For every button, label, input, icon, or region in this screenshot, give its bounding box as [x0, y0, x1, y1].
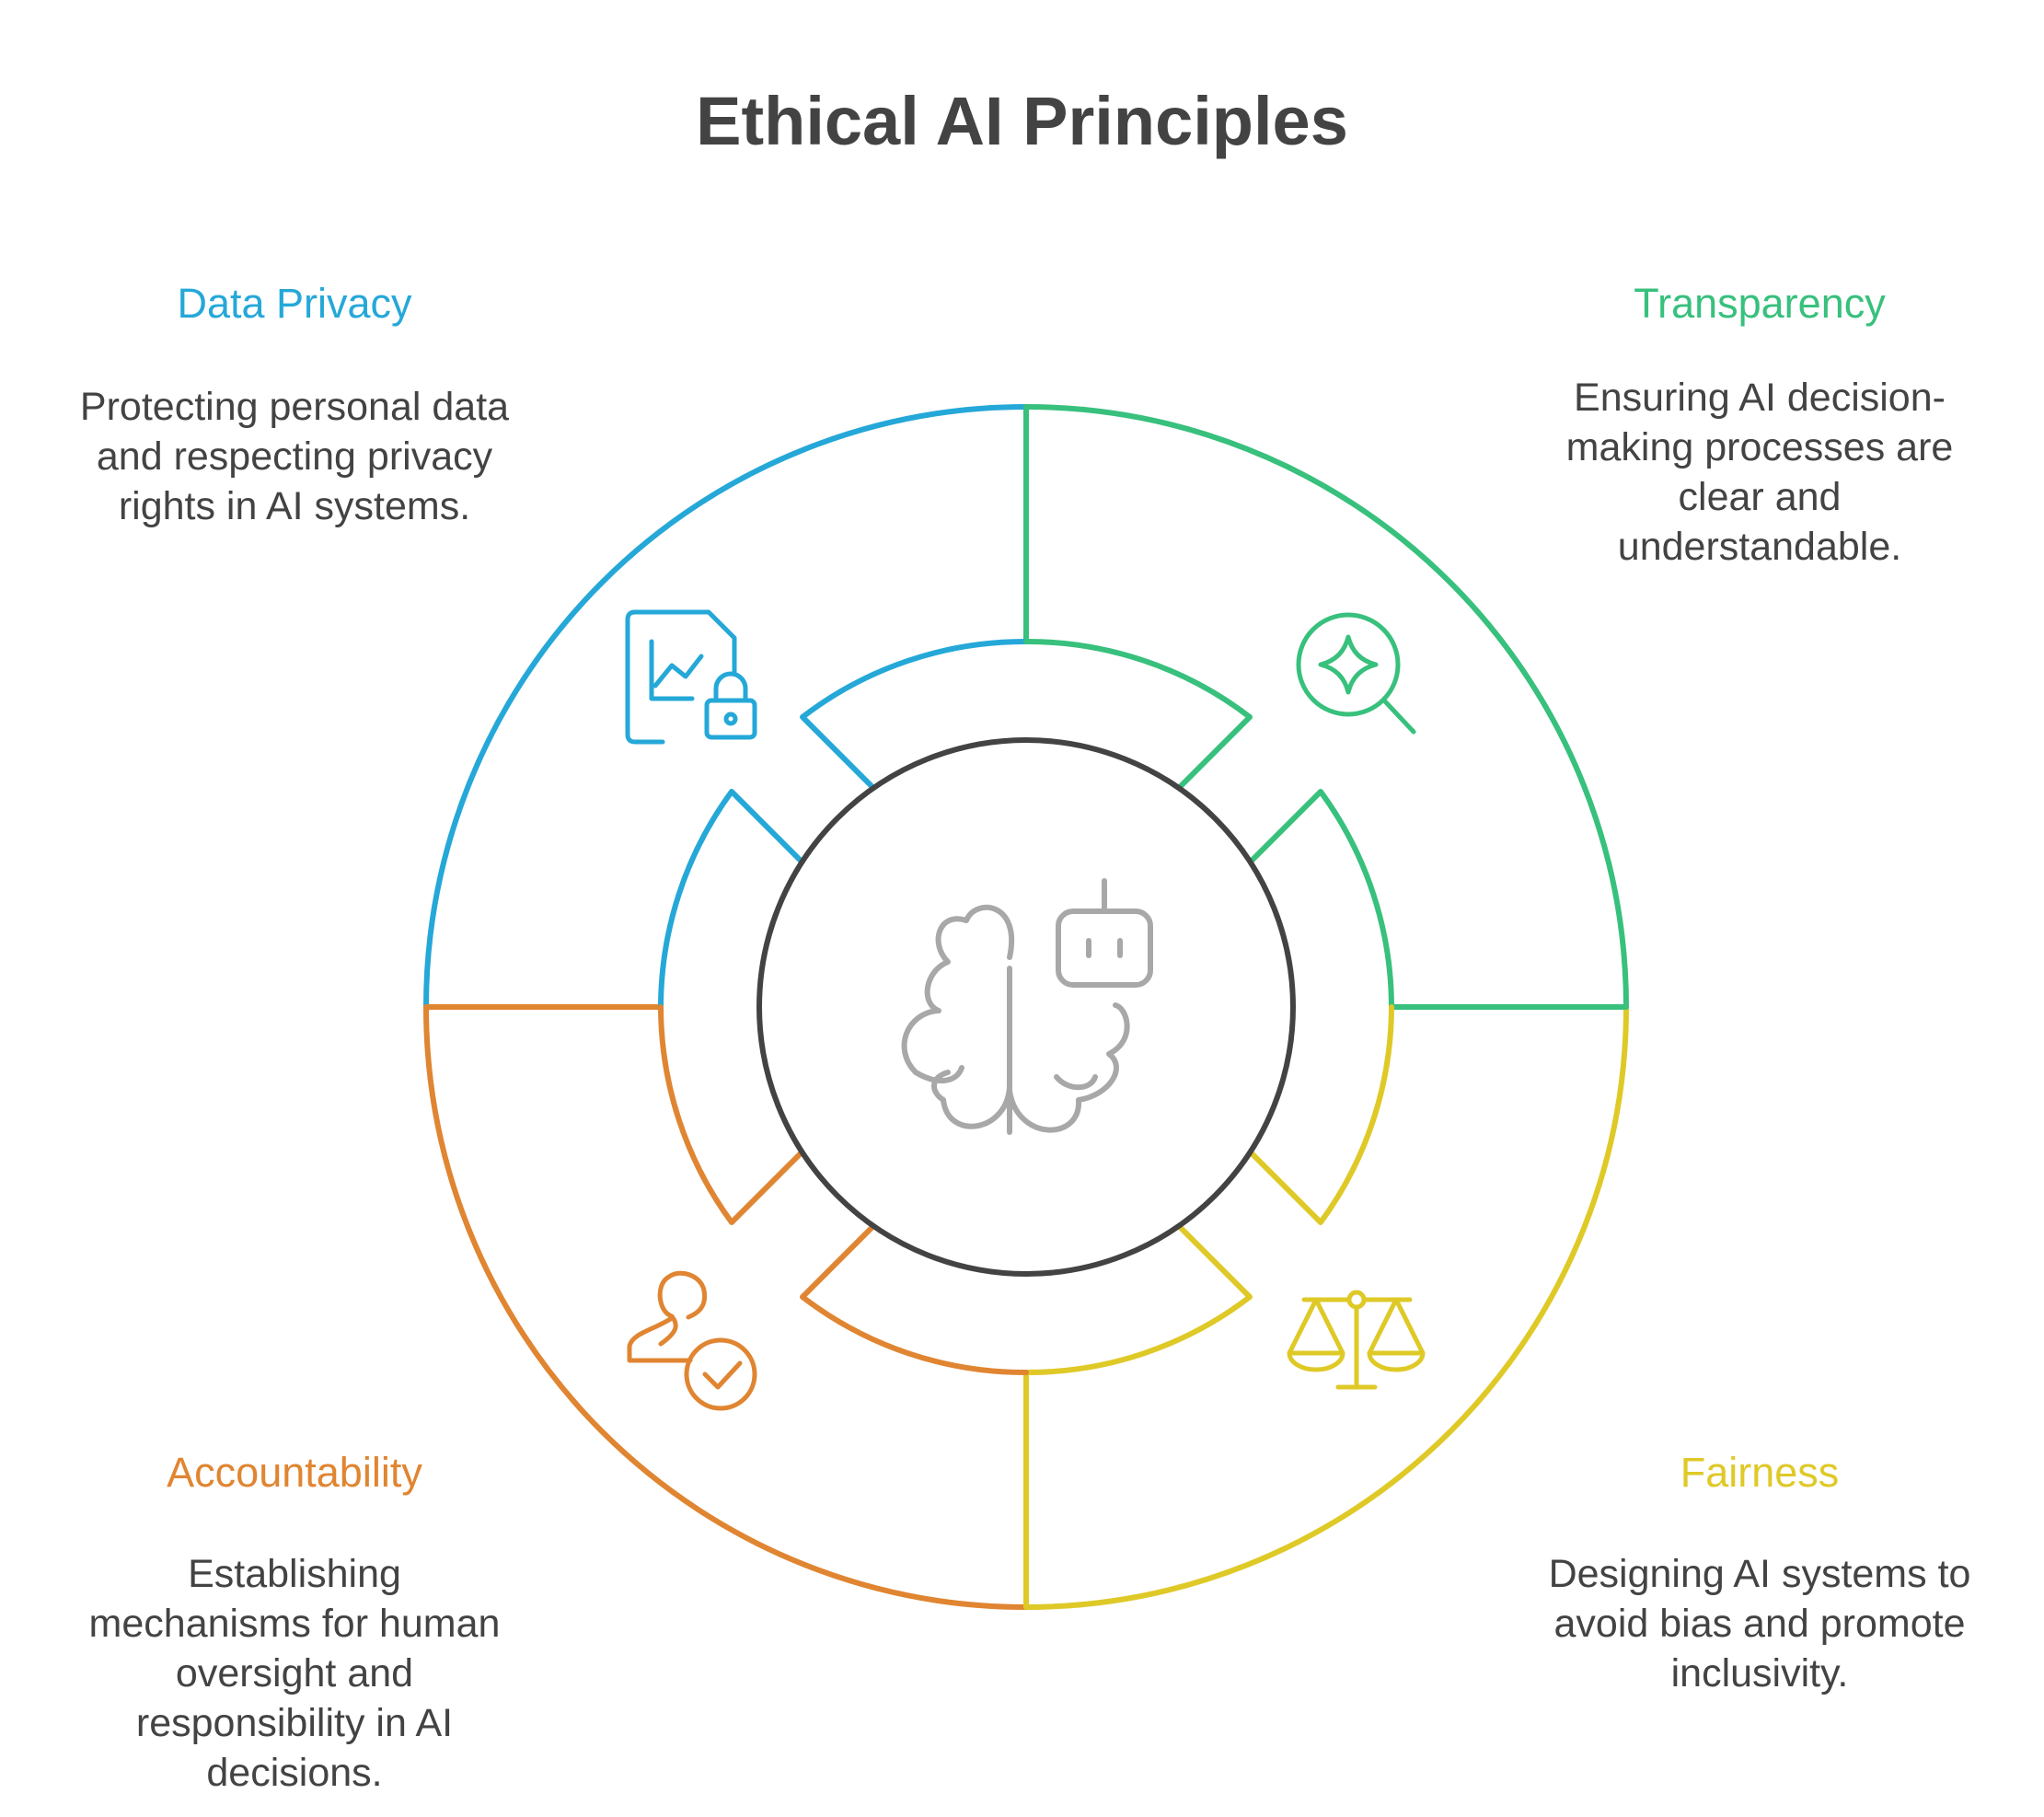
description-line: clear and [1678, 475, 1842, 519]
description-line: Designing AI systems to [1548, 1552, 1971, 1596]
description-line: Protecting personal data [79, 385, 510, 429]
description-line: mechanisms for human [88, 1602, 501, 1646]
description-line: Ensuring AI decision- [1574, 376, 1946, 420]
document-chart-lock-icon [625, 609, 757, 745]
section-title-fairness: Fairness [1680, 1449, 1840, 1496]
outer-arc-accountability [423, 1004, 1029, 1610]
inner-ring-transparency [1023, 638, 1394, 1010]
user-check-icon [627, 1270, 757, 1411]
section-description-accountability: Establishing mechanisms for human oversi… [37, 1549, 552, 1798]
description-line: understandable. [1617, 525, 1902, 569]
section-title-accountability: Accountability [167, 1449, 422, 1496]
description-line: Establishing [188, 1552, 401, 1596]
magnifier-sparkle-icon [1296, 612, 1416, 735]
inner-ring-accountability [658, 1004, 1029, 1376]
section-title-transparency: Transparency [1634, 280, 1886, 327]
section-description-fairness: Designing AI systems to avoid bias and p… [1502, 1549, 2017, 1698]
inner-ring-fairness [1023, 1004, 1394, 1376]
inner-ring-data-privacy [658, 638, 1029, 1010]
description-line: and respecting privacy [96, 434, 493, 479]
balance-scale-icon [1287, 1290, 1426, 1390]
description-line: oversight and [175, 1651, 414, 1695]
description-line: decisions. [206, 1751, 383, 1795]
section-description-data-privacy: Protecting personal data and respecting … [37, 382, 552, 531]
center-circle [756, 737, 1296, 1277]
section-description-transparency: Ensuring AI decision- making processes a… [1502, 373, 2017, 572]
section-title-data-privacy: Data Privacy [177, 280, 412, 327]
description-line: making processes are [1565, 425, 1954, 469]
description-line: avoid bias and promote [1553, 1602, 1966, 1646]
page-title: Ethical AI Principles [696, 83, 1348, 159]
description-line: responsibility in AI [135, 1701, 454, 1745]
description-line: rights in AI systems. [118, 484, 471, 528]
outer-arc-transparency [1023, 404, 1629, 1010]
brain-robot-icon [901, 878, 1153, 1135]
outer-arc-fairness [1023, 1004, 1629, 1610]
outer-arc-data-privacy [423, 404, 1029, 1010]
description-line: inclusivity. [1670, 1651, 1849, 1695]
